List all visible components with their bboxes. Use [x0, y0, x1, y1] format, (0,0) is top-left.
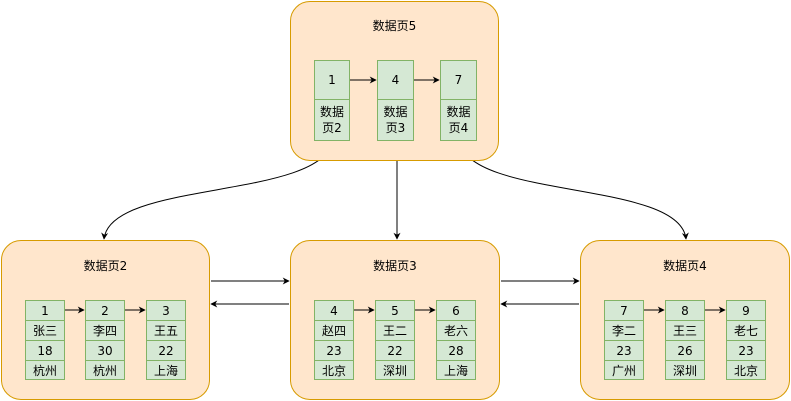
- root-key-cell: 7: [440, 60, 477, 100]
- root-pointer-cell: 数据 页2: [314, 99, 350, 141]
- root-key-cell: 1: [314, 60, 350, 100]
- record-id-cell: 2: [85, 300, 125, 321]
- record-name-cell: 张三: [25, 320, 65, 341]
- record-name-cell: 李二: [604, 320, 644, 341]
- record-name-cell: 老六: [436, 320, 476, 341]
- leaf-page-title: 数据页4: [663, 259, 707, 273]
- record-name-cell: 王三: [665, 320, 705, 341]
- record-city-cell: 北京: [314, 360, 354, 380]
- record-city-cell: 上海: [146, 360, 186, 380]
- record-age-cell: 22: [146, 340, 186, 361]
- pointer-label: 数据 页3: [383, 105, 408, 135]
- record-name-cell: 李四: [85, 320, 125, 341]
- record-name-cell: 王五: [146, 320, 186, 341]
- record-city-cell: 深圳: [665, 360, 705, 380]
- root-key-cell: 4: [377, 60, 414, 100]
- record-id-cell: 6: [436, 300, 476, 321]
- record-city-cell: 杭州: [85, 360, 125, 380]
- leaf-page-title: 数据页3: [373, 259, 417, 273]
- record-city-cell: 杭州: [25, 360, 65, 380]
- record-age-cell: 23: [726, 340, 766, 361]
- record-id-cell: 3: [146, 300, 186, 321]
- record-city-cell: 北京: [726, 360, 766, 380]
- root-page-title: 数据页5: [372, 19, 417, 33]
- record-id-cell: 5: [375, 300, 415, 321]
- record-name-cell: 王二: [375, 320, 415, 341]
- record-age-cell: 30: [85, 340, 125, 361]
- record-age-cell: 18: [25, 340, 65, 361]
- record-city-cell: 广州: [604, 360, 644, 380]
- root-pointer-cell: 数据 页4: [440, 99, 477, 141]
- record-id-cell: 7: [604, 300, 644, 321]
- pointer-label: 数据 页4: [446, 105, 471, 135]
- record-id-cell: 1: [25, 300, 65, 321]
- record-age-cell: 22: [375, 340, 415, 361]
- record-id-cell: 4: [314, 300, 354, 321]
- root-pointer-cell: 数据 页3: [377, 99, 414, 141]
- record-name-cell: 老七: [726, 320, 766, 341]
- pointer-edge-to-page4: [458, 140, 689, 240]
- record-age-cell: 23: [314, 340, 354, 361]
- record-id-cell: 9: [726, 300, 766, 321]
- record-age-cell: 28: [436, 340, 476, 361]
- record-id-cell: 8: [665, 300, 705, 321]
- record-name-cell: 赵四: [314, 320, 354, 341]
- record-age-cell: 26: [665, 340, 705, 361]
- leaf-page-title: 数据页2: [83, 259, 128, 273]
- record-age-cell: 23: [604, 340, 644, 361]
- record-city-cell: 深圳: [375, 360, 415, 380]
- pointer-label: 数据 页2: [319, 105, 344, 135]
- record-city-cell: 上海: [436, 360, 476, 380]
